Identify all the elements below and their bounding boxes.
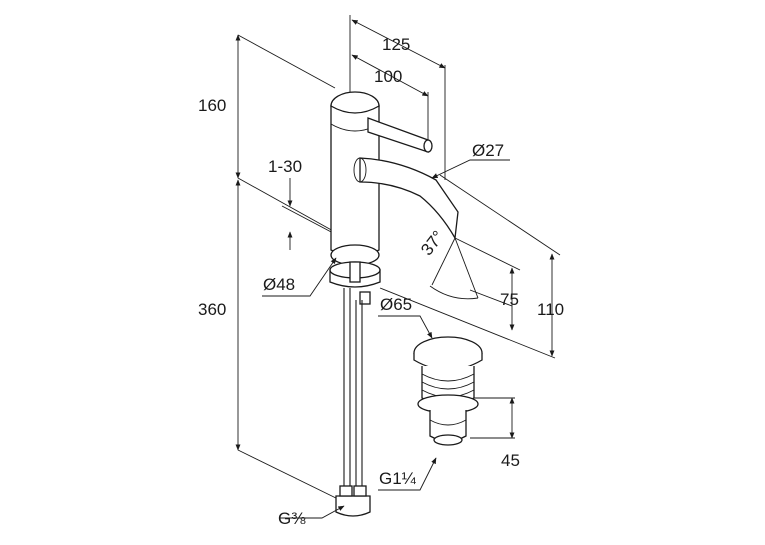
pop-up-waste [413, 336, 483, 446]
label-125: 125 [382, 35, 411, 54]
label-100: 100 [374, 67, 403, 86]
label-1-30: 1-30 [268, 157, 303, 176]
label-110: 110 [537, 300, 565, 319]
leaders [262, 159, 510, 519]
dimension-height [235, 34, 341, 501]
waste-dimensions [378, 315, 515, 439]
label-360: 360 [198, 300, 227, 319]
label-75: 75 [500, 290, 519, 309]
label-diameter-48: Ø48 [263, 275, 296, 294]
dimension-spout-height [379, 174, 561, 359]
label-thread-g3-8: G⅜ [278, 509, 306, 528]
faucet-body [329, 91, 459, 517]
label-45: 45 [501, 451, 520, 470]
label-diameter-27: Ø27 [472, 141, 505, 160]
dimension-adjust [281, 178, 336, 250]
label-thread-g1-1-4: G1¼ [379, 469, 416, 488]
label-diameter-65: Ø65 [380, 295, 413, 314]
angle-indicator [429, 237, 479, 300]
label-160: 160 [198, 96, 227, 115]
